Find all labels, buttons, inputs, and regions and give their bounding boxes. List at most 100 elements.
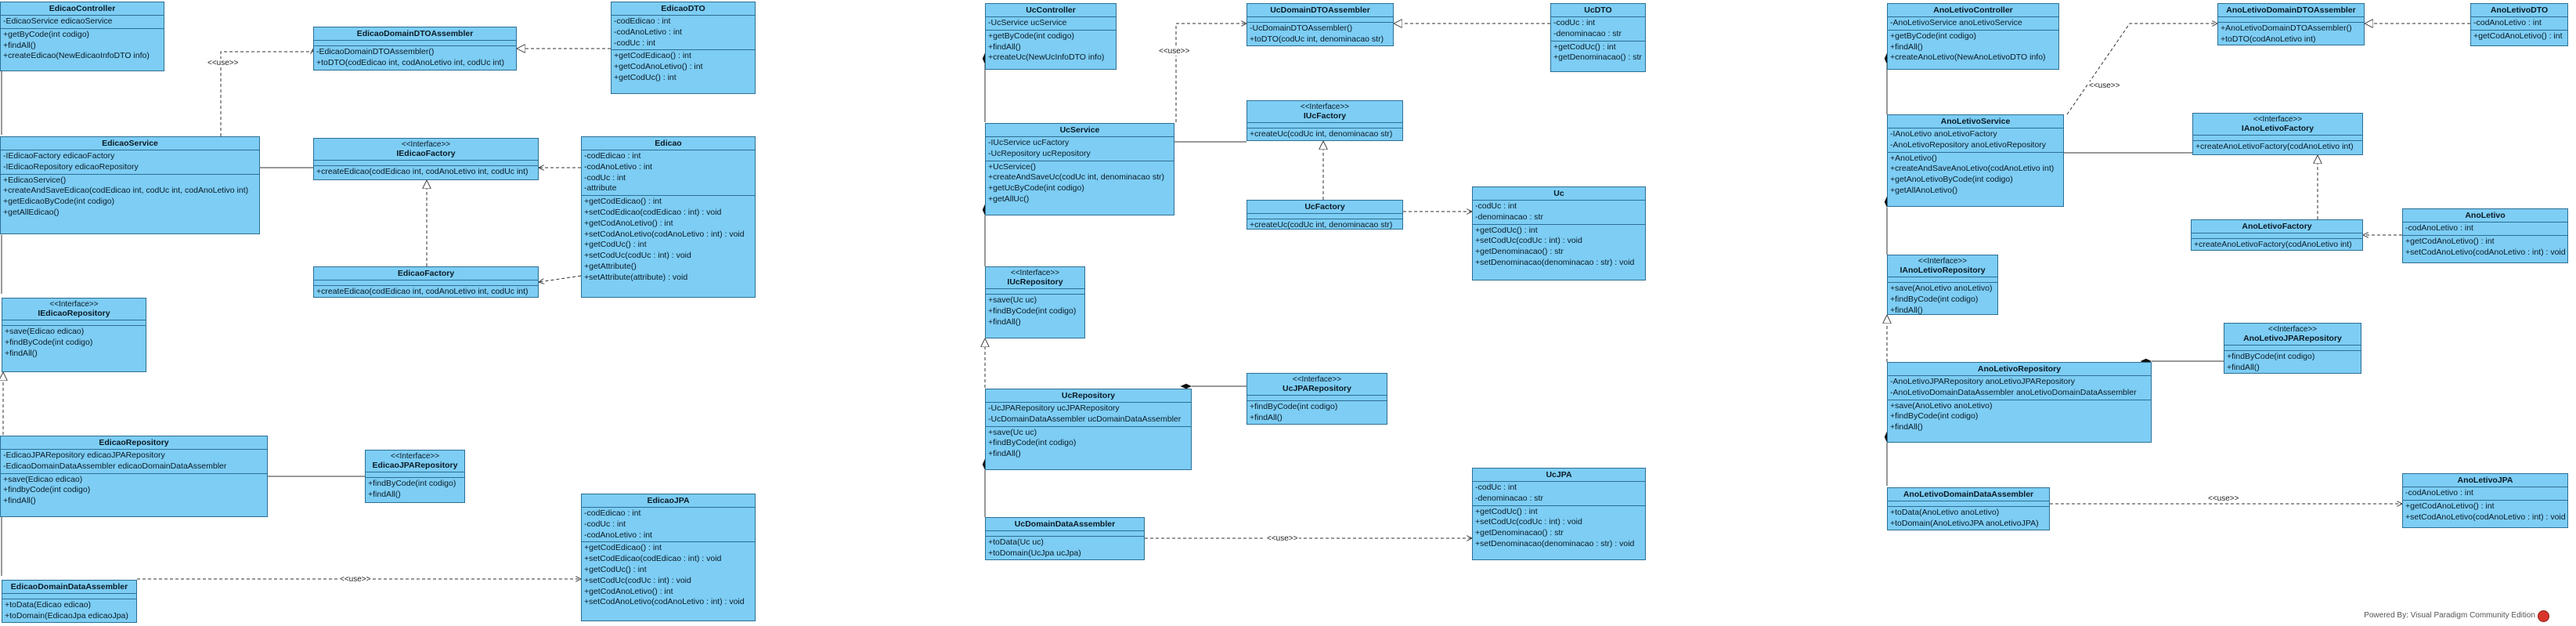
- class-header: EdicaoDomainDataAssembler: [2, 581, 136, 594]
- class-edicao-service[interactable]: EdicaoService-IEdicaoFactory edicaoFacto…: [0, 136, 260, 234]
- operation-row: +setAttribute(attribute) : void: [584, 272, 688, 282]
- class-name: EdicaoDomainDataAssembler: [10, 582, 128, 592]
- class-edicao-domain-dto-assembler[interactable]: EdicaoDomainDTOAssembler-EdicaoDomainDTO…: [313, 27, 517, 71]
- class-iuc-repository[interactable]: <<Interface>>IUcRepository+save(Uc uc)+f…: [985, 266, 1085, 338]
- operation-row: +getCodEdicao() : int: [584, 543, 662, 553]
- operation-row: +toData(AnoLetivo anoLetivo): [1890, 508, 2000, 517]
- attribute-row: -codEdicao : int: [584, 151, 641, 161]
- attribute-row: -EdicaoDomainDataAssembler edicaoDomainD…: [3, 461, 227, 471]
- operation-row: +findAll(): [988, 42, 1021, 52]
- class-name: UcDTO: [1584, 5, 1612, 15]
- class-name: IAnoLetivoRepository: [1900, 266, 1986, 275]
- class-name: AnoLetivoJPA: [2457, 476, 2513, 485]
- attribute-row: -IUcService ucFactory: [988, 138, 1070, 147]
- class-stereotype: <<Interface>>: [1292, 375, 1342, 384]
- class-uc-repository[interactable]: UcRepository-UcJPARepository ucJPAReposi…: [985, 389, 1192, 470]
- class-anoletivo[interactable]: AnoLetivo-codAnoLetivo : int+getCodAnoLe…: [2402, 208, 2568, 263]
- class-operations: +getByCode(int codigo)+findAll()+createE…: [1, 29, 164, 63]
- class-edicao-controller[interactable]: EdicaoController-EdicaoService edicaoSer…: [0, 2, 164, 71]
- class-edicao[interactable]: Edicao-codEdicao : int-codAnoLetivo : in…: [581, 136, 756, 298]
- powered-by-footer: Powered By: Visual Paradigm Community Ed…: [2364, 611, 2535, 620]
- operation-row: +findAll(): [5, 348, 38, 358]
- operation-row: +findByCode(int codigo): [2227, 352, 2315, 361]
- operation-row: +setDenominacao(denominacao : str) : voi…: [1475, 257, 1635, 267]
- operation-row: +findAll(): [1890, 42, 1923, 52]
- operation-row: +findAll(): [2227, 362, 2260, 372]
- class-header: AnoLetivoController: [1888, 4, 2058, 17]
- class-edicao-repository[interactable]: EdicaoRepository-EdicaoJPARepository edi…: [0, 436, 268, 517]
- attribute-row: -AnoLetivoService anoLetivoService: [1890, 18, 2022, 27]
- class-edicao-factory[interactable]: EdicaoFactory+createEdicao(codEdicao int…: [313, 266, 539, 298]
- class-anoletivo-controller[interactable]: AnoLetivoController-AnoLetivoService ano…: [1887, 3, 2059, 70]
- class-uc-controller[interactable]: UcController-UcService ucService+getByCo…: [985, 3, 1117, 70]
- class-edicao-jpa-repository[interactable]: <<Interface>>EdicaoJPARepository+findByC…: [365, 450, 465, 503]
- class-uc[interactable]: Uc-codUc : int-denominacao : str+getCodU…: [1472, 186, 1646, 280]
- class-anoletivo-factory[interactable]: AnoLetivoFactory+createAnoLetivoFactory(…: [2191, 219, 2363, 251]
- attribute-row: -codUc : int: [584, 519, 626, 529]
- class-attributes: -UcService ucService: [986, 17, 1116, 31]
- class-attributes: [1247, 17, 1393, 23]
- use-label: <<use>>: [1265, 534, 1300, 543]
- class-edicao-jpa[interactable]: EdicaoJPA-codEdicao : int-codUc : int-co…: [581, 494, 756, 621]
- operation-row: +setCodEdicao(codEdicao : int) : void: [584, 554, 722, 564]
- class-iedicao-repository[interactable]: <<Interface>>IEdicaoRepository+save(Edic…: [2, 298, 146, 372]
- class-uc-jpa[interactable]: UcJPA-codUc : int-denominacao : str+getC…: [1472, 468, 1646, 560]
- operation-row: +UcService(): [988, 161, 1036, 172]
- operation-row: +getAllAnoLetivo(): [1890, 185, 1958, 195]
- operation-row: +getByCode(int codigo): [988, 31, 1075, 41]
- attribute-row: -UcJPARepository ucJPARepository: [988, 403, 1120, 413]
- class-uc-dto[interactable]: UcDTO -codUc : int-denominacao : str+getC…: [1550, 3, 1646, 72]
- class-operations: +getByCode(int codigo)+findAll()+createA…: [1888, 31, 2058, 64]
- class-ianoletivo-repository[interactable]: <<Interface>>IAnoLetivoRepository+save(A…: [1887, 255, 1998, 315]
- use-label: <<use>>: [1157, 47, 1192, 56]
- class-edicao-dto[interactable]: EdicaoDTO-codEdicao : int-codAnoLetivo :…: [611, 2, 756, 94]
- attribute-row: -IEdicaoRepository edicaoRepository: [3, 161, 139, 172]
- class-header: AnoLetivoFactory: [2192, 220, 2362, 233]
- class-header: UcRepository: [986, 389, 1191, 403]
- class-ianoletivo-factory[interactable]: <<Interface>>IAnoLetivoFactory+createAno…: [2192, 113, 2363, 155]
- class-uc-domain-dto-assembler[interactable]: UcDomainDTOAssembler-UcDomainDTOAssemble…: [1247, 3, 1394, 46]
- operation-row: +getAnoLetivoByCode(int codigo): [1890, 175, 2013, 185]
- class-name: UcDomainDTOAssembler: [1270, 5, 1370, 15]
- class-attributes: [986, 531, 1144, 537]
- class-iuc-factory[interactable]: <<Interface>>IUcFactory+createUc(codUc i…: [1247, 100, 1403, 141]
- operation-row: +getDenominacao() : str: [1475, 528, 1564, 538]
- class-anoletivo-jpa[interactable]: AnoLetivoJPA-codAnoLetivo : int+getCodAn…: [2402, 473, 2568, 528]
- class-header: AnoLetivoRepository: [1888, 363, 2151, 376]
- class-uc-domain-data-assembler[interactable]: UcDomainDataAssembler+toData(Uc uc)+toDo…: [985, 517, 1145, 560]
- class-anoletivo-dto[interactable]: AnoLetivoDTO-codAnoLetivo : int+getCodAn…: [2470, 3, 2568, 46]
- class-edicao-domain-data-assembler[interactable]: EdicaoDomainDataAssembler+toData(Edicao …: [2, 580, 137, 623]
- operation-row: +setDenominacao(denominacao : str) : voi…: [1475, 538, 1635, 548]
- class-attributes: [1888, 501, 2049, 507]
- class-header: EdicaoDTO: [612, 2, 755, 16]
- class-anoletivo-domain-dto-assembler[interactable]: AnoLetivoDomainDTOAssembler+AnoLetivoDom…: [2217, 3, 2365, 45]
- class-header: UcDomainDataAssembler: [986, 518, 1144, 531]
- class-operations: +save(Uc uc)+findByCode(int codigo)+find…: [986, 427, 1191, 461]
- class-stereotype: <<Interface>>: [1010, 269, 1060, 277]
- attribute-row: -AnoLetivoRepository anoLetivoRepository: [1890, 139, 2047, 150]
- class-attributes: [1247, 123, 1402, 128]
- class-uc-factory[interactable]: UcFactory+createUc(codUc int, denominaca…: [1247, 200, 1403, 230]
- class-operations: +getCodUc() : int+getDenominacao() : str: [1551, 42, 1645, 65]
- operation-row: +setCodUc(codUc : int) : void: [1475, 236, 1582, 246]
- class-anoletivo-service[interactable]: AnoLetivoService-IAnoLetivo anoLetivoFac…: [1887, 114, 2064, 207]
- class-anoletivo-jpa-repository[interactable]: <<Interface>>AnoLetivoJPARepository+find…: [2224, 323, 2361, 374]
- operation-row: +findAll(): [1890, 422, 1923, 432]
- class-header: UcJPA: [1473, 469, 1645, 482]
- attribute-row: -codAnoLetivo : int: [2473, 18, 2542, 27]
- class-uc-service[interactable]: UcService-IUcService ucFactory-UcReposit…: [985, 123, 1174, 215]
- operation-row: +createAndSaveAnoLetivo(codAnoLetivo int…: [1890, 164, 2055, 174]
- attribute-row: -codUc : int: [584, 172, 626, 183]
- class-operations: +save(Edicao edicao)+findByCode(int codi…: [2, 326, 146, 360]
- class-anoletivo-repository[interactable]: AnoLetivoRepository-AnoLetivoJPAReposito…: [1887, 362, 2152, 443]
- class-anoletivo-domain-data-assembler[interactable]: AnoLetivoDomainDataAssembler+toData(AnoL…: [1887, 487, 2050, 530]
- class-name: IEdicaoRepository: [38, 309, 110, 318]
- class-attributes: -codUc : int-denominacao : str: [1551, 17, 1645, 42]
- class-iedicao-factory[interactable]: <<Interface>>IEdicaoFactory+createEdicao…: [313, 138, 539, 180]
- class-operations: +getCodAnoLetivo() : int+setCodAnoLetivo…: [2403, 501, 2567, 524]
- operation-row: +getAttribute(): [584, 261, 637, 271]
- class-uc-jpa-repository[interactable]: <<Interface>>UcJPARepository+findByCode(…: [1247, 373, 1387, 425]
- class-operations: -EdicaoDomainDTOAssembler()+toDTO(codEdi…: [314, 46, 516, 70]
- operation-row: +EdicaoService(): [3, 175, 67, 185]
